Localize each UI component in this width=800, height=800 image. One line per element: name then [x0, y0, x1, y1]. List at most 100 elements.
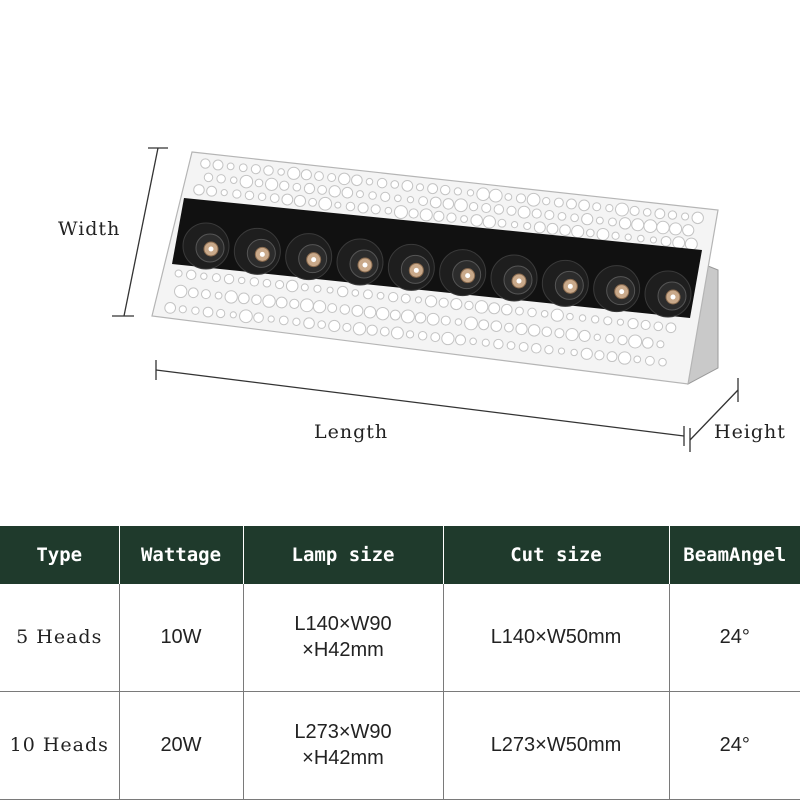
perforation-hole — [594, 350, 605, 361]
perforation-hole — [357, 202, 369, 214]
length-dimension-line — [155, 369, 685, 437]
perforation-hole — [553, 197, 564, 208]
led-lens-highlight — [465, 273, 471, 279]
perforation-hole — [691, 211, 704, 225]
perforation-hole — [455, 334, 467, 346]
perforation-hole — [438, 297, 449, 308]
perforation-hole — [649, 236, 658, 244]
perforation-hole — [380, 191, 391, 202]
perforation-hole — [454, 198, 468, 213]
perforation-hole — [239, 309, 253, 324]
perforation-hole — [490, 320, 503, 332]
perforation-hole — [285, 279, 299, 293]
perforation-hole — [229, 311, 237, 319]
perforation-hole — [342, 322, 352, 332]
width-dimension-line — [123, 147, 159, 317]
perforation-hole — [527, 324, 541, 337]
type-cell: 10 Heads — [0, 691, 120, 800]
perforation-hole — [464, 316, 478, 331]
perforation-hole — [460, 215, 469, 223]
perforation-hole — [292, 182, 302, 192]
perforation-hole — [571, 225, 585, 239]
perforation-holes — [164, 158, 704, 367]
perforation-hole — [517, 205, 531, 219]
perforation-hole — [203, 172, 214, 183]
perforation-hole — [481, 338, 490, 347]
perforation-hole — [658, 357, 667, 367]
perforation-hole — [605, 204, 614, 213]
led-heads — [182, 222, 692, 318]
perforation-hole — [518, 341, 529, 352]
perforation-hole — [251, 294, 262, 305]
perforation-hole — [684, 237, 698, 251]
perforation-hole — [279, 180, 290, 191]
perforation-hole — [394, 194, 402, 203]
perforation-hole — [580, 347, 593, 360]
led-lens-highlight — [670, 294, 676, 300]
lamp-size-cell: L273×W90 ×H42mm — [243, 691, 444, 800]
header-type: Type — [0, 526, 120, 584]
perforation-hole — [384, 206, 393, 215]
perforation-hole — [244, 190, 255, 201]
perforation-hole — [200, 272, 208, 280]
perforation-hole — [559, 224, 571, 236]
perforation-hole — [542, 197, 551, 206]
perforation-hole — [351, 174, 363, 187]
beam-angle-cell: 24° — [669, 691, 800, 800]
perforation-hole — [510, 221, 519, 229]
perforation-hole — [419, 208, 433, 222]
perforation-hole — [628, 334, 643, 349]
perforation-hole — [592, 202, 602, 212]
perforation-hole — [656, 340, 665, 349]
perforation-hole — [352, 322, 367, 336]
perforation-hole — [388, 291, 399, 303]
perforation-hole — [429, 196, 442, 209]
perforation-hole — [193, 184, 205, 196]
perforation-hole — [363, 289, 373, 300]
perforation-hole — [257, 192, 267, 202]
perforation-hole — [229, 176, 238, 184]
perforation-hole — [406, 196, 415, 204]
perforation-hole — [275, 280, 285, 290]
perforation-hole — [617, 334, 628, 346]
perforation-hole — [216, 174, 226, 184]
perforation-hole — [667, 210, 678, 220]
table-row: 10 Heads 20W L273×W90 ×H42mm L273×W50mm … — [0, 691, 800, 800]
perforation-hole — [641, 337, 654, 349]
perforation-hole — [424, 295, 438, 308]
perforation-hole — [430, 332, 441, 343]
perforation-hole — [526, 192, 541, 207]
perforation-hole — [450, 297, 463, 311]
perforation-hole — [618, 217, 632, 230]
perforation-hole — [318, 196, 333, 211]
type-cell: 5 Heads — [0, 584, 120, 692]
perforation-hole — [351, 304, 364, 317]
perforation-hole — [327, 173, 337, 182]
perforation-hole — [566, 198, 577, 210]
perforation-hole — [351, 289, 360, 297]
perforation-hole — [289, 298, 300, 310]
perforation-hole — [400, 293, 411, 304]
perforation-hole — [493, 338, 504, 350]
perforation-hole — [418, 196, 429, 207]
perforation-hole — [578, 329, 591, 342]
perforation-hole — [469, 337, 477, 346]
perforation-hole — [293, 194, 307, 208]
perforation-hole — [200, 289, 211, 300]
perforation-hole — [408, 208, 419, 219]
perforation-hole — [493, 204, 505, 215]
lamp-size-line1: L273×W90 — [294, 721, 392, 744]
perforation-hole — [334, 201, 342, 209]
perforation-hole — [202, 306, 214, 318]
perforation-hole — [570, 213, 579, 223]
perforation-hole — [665, 322, 677, 334]
perforation-hole — [391, 326, 404, 340]
perforation-hole — [488, 188, 503, 203]
perforation-hole — [300, 169, 312, 181]
perforation-hole — [200, 158, 211, 169]
perforation-hole — [482, 215, 496, 229]
perforation-hole — [393, 205, 408, 220]
perforation-hole — [527, 307, 537, 318]
perforation-hole — [654, 208, 666, 220]
led-lens-highlight — [516, 278, 522, 284]
